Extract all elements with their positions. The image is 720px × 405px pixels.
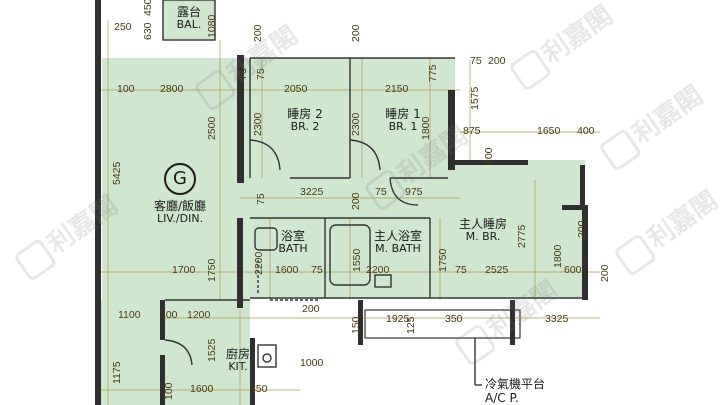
master-bedroom-fill bbox=[430, 160, 585, 298]
bedroom1-label-zh: 睡房 1 bbox=[385, 107, 421, 121]
dim-label: 2800 bbox=[160, 83, 184, 95]
dim-label: 1650 bbox=[537, 125, 561, 137]
dim-label: 200 bbox=[350, 192, 362, 210]
dim-label: 1100 bbox=[118, 309, 141, 321]
dim-label: 2200 bbox=[366, 264, 390, 276]
dim-label: 1600 bbox=[275, 264, 299, 276]
bedroom1-label-en: BR. 1 bbox=[388, 120, 418, 134]
dim-label: 775 bbox=[427, 64, 439, 82]
unit-marker: G bbox=[164, 163, 196, 195]
balcony-label-en: BAL. bbox=[176, 18, 202, 32]
dim-label: 200 bbox=[576, 220, 588, 238]
ac-platform-label-zh: 冷氣機平台 bbox=[485, 377, 546, 391]
dim-label: 125 bbox=[405, 316, 417, 334]
dim-label: 850 bbox=[250, 383, 268, 395]
dim-label: 150 bbox=[350, 316, 362, 334]
master-bath-label-en: M. BATH bbox=[375, 242, 421, 256]
dim-label: 75 bbox=[455, 264, 467, 276]
dim-label: 400 bbox=[577, 125, 595, 137]
bedroom1-label: 睡房 1 BR. 1 bbox=[368, 107, 438, 134]
dim-label: 250 bbox=[114, 21, 132, 33]
dim-label: 1800 bbox=[420, 116, 432, 140]
living-label-zh: 客廳/飯廳 bbox=[153, 199, 207, 213]
dim-label: 200 bbox=[252, 24, 264, 42]
dim-label: 2300 bbox=[350, 112, 362, 136]
balcony-fill bbox=[163, 0, 215, 40]
dim-label: 1925 bbox=[386, 313, 410, 325]
dim-label: 200 bbox=[350, 24, 362, 42]
dim-label: 350 bbox=[445, 313, 463, 325]
dim-label: 2150 bbox=[385, 83, 409, 95]
bath-fill bbox=[250, 218, 325, 298]
dim-label: 75 bbox=[470, 55, 482, 67]
bath-label-en: BATH bbox=[278, 242, 308, 256]
dim-label: 875 bbox=[463, 125, 481, 137]
dim-label: 2500 bbox=[206, 116, 218, 140]
kitchen-fill bbox=[165, 300, 250, 405]
dim-label: 100 bbox=[117, 83, 135, 95]
bedroom1-fill bbox=[350, 58, 455, 178]
dim-label: 75 bbox=[375, 186, 387, 198]
walls bbox=[95, 0, 588, 405]
dim-label: 600 bbox=[564, 264, 582, 276]
master-bath-label-zh: 主人浴室 bbox=[373, 229, 422, 243]
dim-label: 1750 bbox=[437, 248, 449, 272]
kitchen-label-en: KIT. bbox=[228, 360, 248, 374]
partitions bbox=[162, 0, 585, 386]
ac-platform-label: 冷氣機平台 A/C P. bbox=[485, 377, 545, 405]
dim-label: 1175 bbox=[111, 361, 123, 384]
bedroom2-fill bbox=[250, 58, 350, 178]
dim-label: 100 bbox=[163, 382, 175, 400]
dim-label: 1550 bbox=[351, 248, 363, 272]
ac-platform-outline bbox=[364, 309, 521, 339]
dim-label: 2775 bbox=[516, 224, 528, 248]
dim-label: 450 bbox=[142, 0, 154, 16]
master-bedroom-label-zh: 主人睡房 bbox=[458, 217, 507, 231]
dim-label: 75 bbox=[311, 264, 323, 276]
dim-label: 200 bbox=[302, 303, 320, 315]
dim-label: 2525 bbox=[485, 264, 509, 276]
dim-label: 1200 bbox=[187, 309, 211, 321]
ac-platform-label-en: A/C P. bbox=[485, 391, 519, 405]
bedroom2-label: 睡房 2 BR. 2 bbox=[270, 107, 340, 134]
dim-label: 75 bbox=[255, 68, 267, 80]
balcony-label-zh: 露台 bbox=[176, 5, 201, 19]
dim-label: 1000 bbox=[300, 357, 324, 369]
dim-label: 200 bbox=[599, 264, 611, 282]
entry-fill bbox=[100, 300, 165, 405]
bedroom2-label-zh: 睡房 2 bbox=[287, 107, 323, 121]
dim-label: 1525 bbox=[206, 338, 218, 362]
dim-label: 5425 bbox=[111, 161, 123, 185]
dim-label: 400 bbox=[160, 309, 178, 321]
balcony-label: 露台 BAL. bbox=[163, 5, 215, 32]
dim-label: 200 bbox=[488, 55, 506, 67]
dim-label: 200 bbox=[483, 147, 495, 165]
dim-label: 1750 bbox=[206, 258, 218, 282]
dim-label: 3225 bbox=[300, 186, 324, 198]
dim-label: 975 bbox=[405, 186, 423, 198]
dim-label: 1600 bbox=[190, 383, 214, 395]
master-bedroom-label-en: M. BR. bbox=[465, 230, 501, 244]
dim-label: 630 bbox=[142, 22, 154, 40]
dim-label: 3325 bbox=[545, 313, 569, 325]
dim-label: 1080 bbox=[206, 14, 218, 38]
dim-label: 2050 bbox=[284, 83, 308, 95]
bath-label-zh: 浴室 bbox=[280, 229, 305, 243]
dim-label: 1800 bbox=[552, 244, 564, 268]
bath-label: 浴室 BATH bbox=[268, 229, 318, 256]
dim-label: 75 bbox=[255, 193, 267, 205]
living-label: 客廳/飯廳 LIV./DIN. bbox=[135, 199, 225, 226]
bedroom2-label-en: BR. 2 bbox=[290, 120, 320, 134]
dim-label: 1575 bbox=[469, 86, 481, 110]
living-label-en: LIV./DIN. bbox=[156, 212, 204, 226]
dim-label: 75 bbox=[237, 68, 249, 80]
dim-label: 1700 bbox=[172, 264, 196, 276]
kitchen-label: 廚房 KIT. bbox=[218, 347, 258, 374]
master-bedroom-label: 主人睡房 M. BR. bbox=[448, 217, 518, 244]
master-bath-label: 主人浴室 M. BATH bbox=[362, 229, 434, 256]
dim-label: 2300 bbox=[252, 112, 264, 136]
kitchen-label-zh: 廚房 bbox=[225, 347, 250, 361]
dim-label: 2200 bbox=[253, 251, 265, 275]
